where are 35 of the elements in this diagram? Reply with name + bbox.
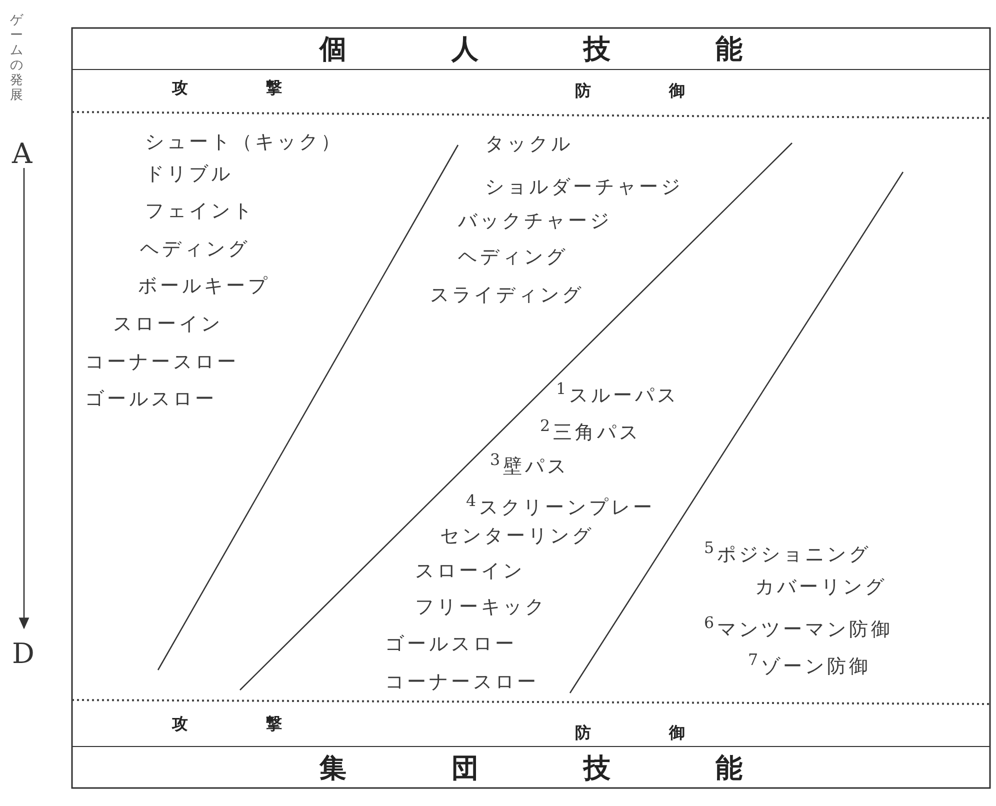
band-title: 個人技能: [320, 32, 848, 66]
skill-item: タックル: [485, 135, 573, 154]
skill-item: ショルダーチャージ: [485, 178, 683, 197]
skill-item: センターリング: [440, 527, 594, 546]
skill-item: ボールキープ: [138, 277, 270, 296]
skill-item: フェイント: [145, 202, 255, 221]
axis-title: ゲームの発展: [10, 14, 24, 104]
skill-item: $^{7}$ゾーン防御: [748, 652, 872, 676]
skill-item: バックチャージ: [458, 212, 612, 231]
skill-item: $^{6}$マンツーマン防御: [704, 615, 894, 640]
skill-item: ヘディング: [140, 240, 250, 259]
skill-item: $^{3}$壁パス: [490, 452, 570, 476]
skill-item: スローイン: [415, 562, 525, 581]
column-heading: 防御: [575, 725, 763, 741]
skill-item: スローイン: [113, 315, 223, 334]
skill-item: $^{5}$ポジショニング: [704, 540, 872, 564]
skill-item: シュート（キック）: [145, 133, 343, 152]
skill-item: ヘディング: [458, 248, 568, 267]
skill-item: フリーキック: [415, 598, 547, 617]
column-heading: 攻撃: [172, 716, 360, 732]
axis-label: A: [12, 140, 32, 168]
skill-item: コーナースロー: [85, 353, 239, 372]
column-heading: 防御: [575, 83, 763, 99]
skill-item: ゴールスロー: [385, 635, 517, 654]
skill-item: ドリブル: [145, 165, 233, 184]
band-title: 集団技能: [320, 752, 848, 786]
skill-item: $^{2}$三角パス: [540, 418, 642, 442]
skill-item: $^{1}$スルーパス: [556, 381, 680, 406]
skill-item: スライディング: [430, 286, 584, 305]
skill-item: ゴールスロー: [85, 390, 217, 409]
column-heading: 攻撃: [172, 80, 360, 96]
skill-item: コーナースロー: [385, 673, 539, 692]
skill-item: カバーリング: [755, 578, 887, 597]
axis-label: D: [12, 640, 34, 668]
skill-item: $^{4}$スクリーンプレー: [466, 493, 656, 518]
